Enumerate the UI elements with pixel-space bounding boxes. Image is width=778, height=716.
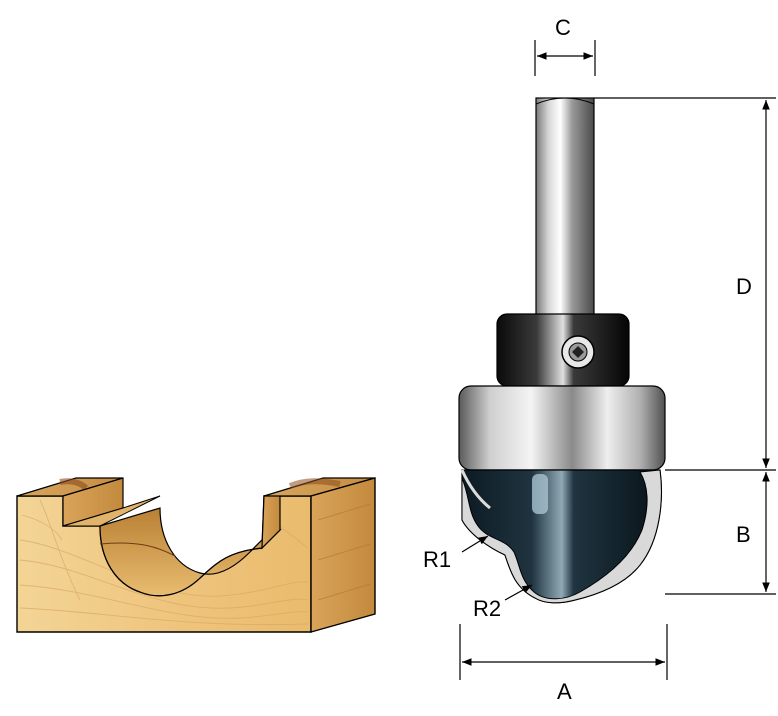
label-d: D: [736, 274, 752, 299]
label-a: A: [557, 679, 572, 704]
label-b: B: [736, 522, 751, 547]
bit-shank: [535, 97, 595, 321]
dimension-labels: C D B A R1 R2: [423, 15, 752, 704]
dimension-lines: [459, 40, 776, 680]
label-r2: R2: [473, 596, 501, 621]
wood-grain: [19, 499, 309, 626]
label-r1: R1: [423, 547, 451, 572]
wood-profile-sample: [16, 477, 376, 633]
wood-end-face: [310, 477, 376, 633]
router-bit: [458, 97, 666, 604]
bit-cutting-edge: [461, 469, 662, 604]
label-c: C: [555, 15, 571, 40]
bit-bearing: [458, 385, 666, 471]
